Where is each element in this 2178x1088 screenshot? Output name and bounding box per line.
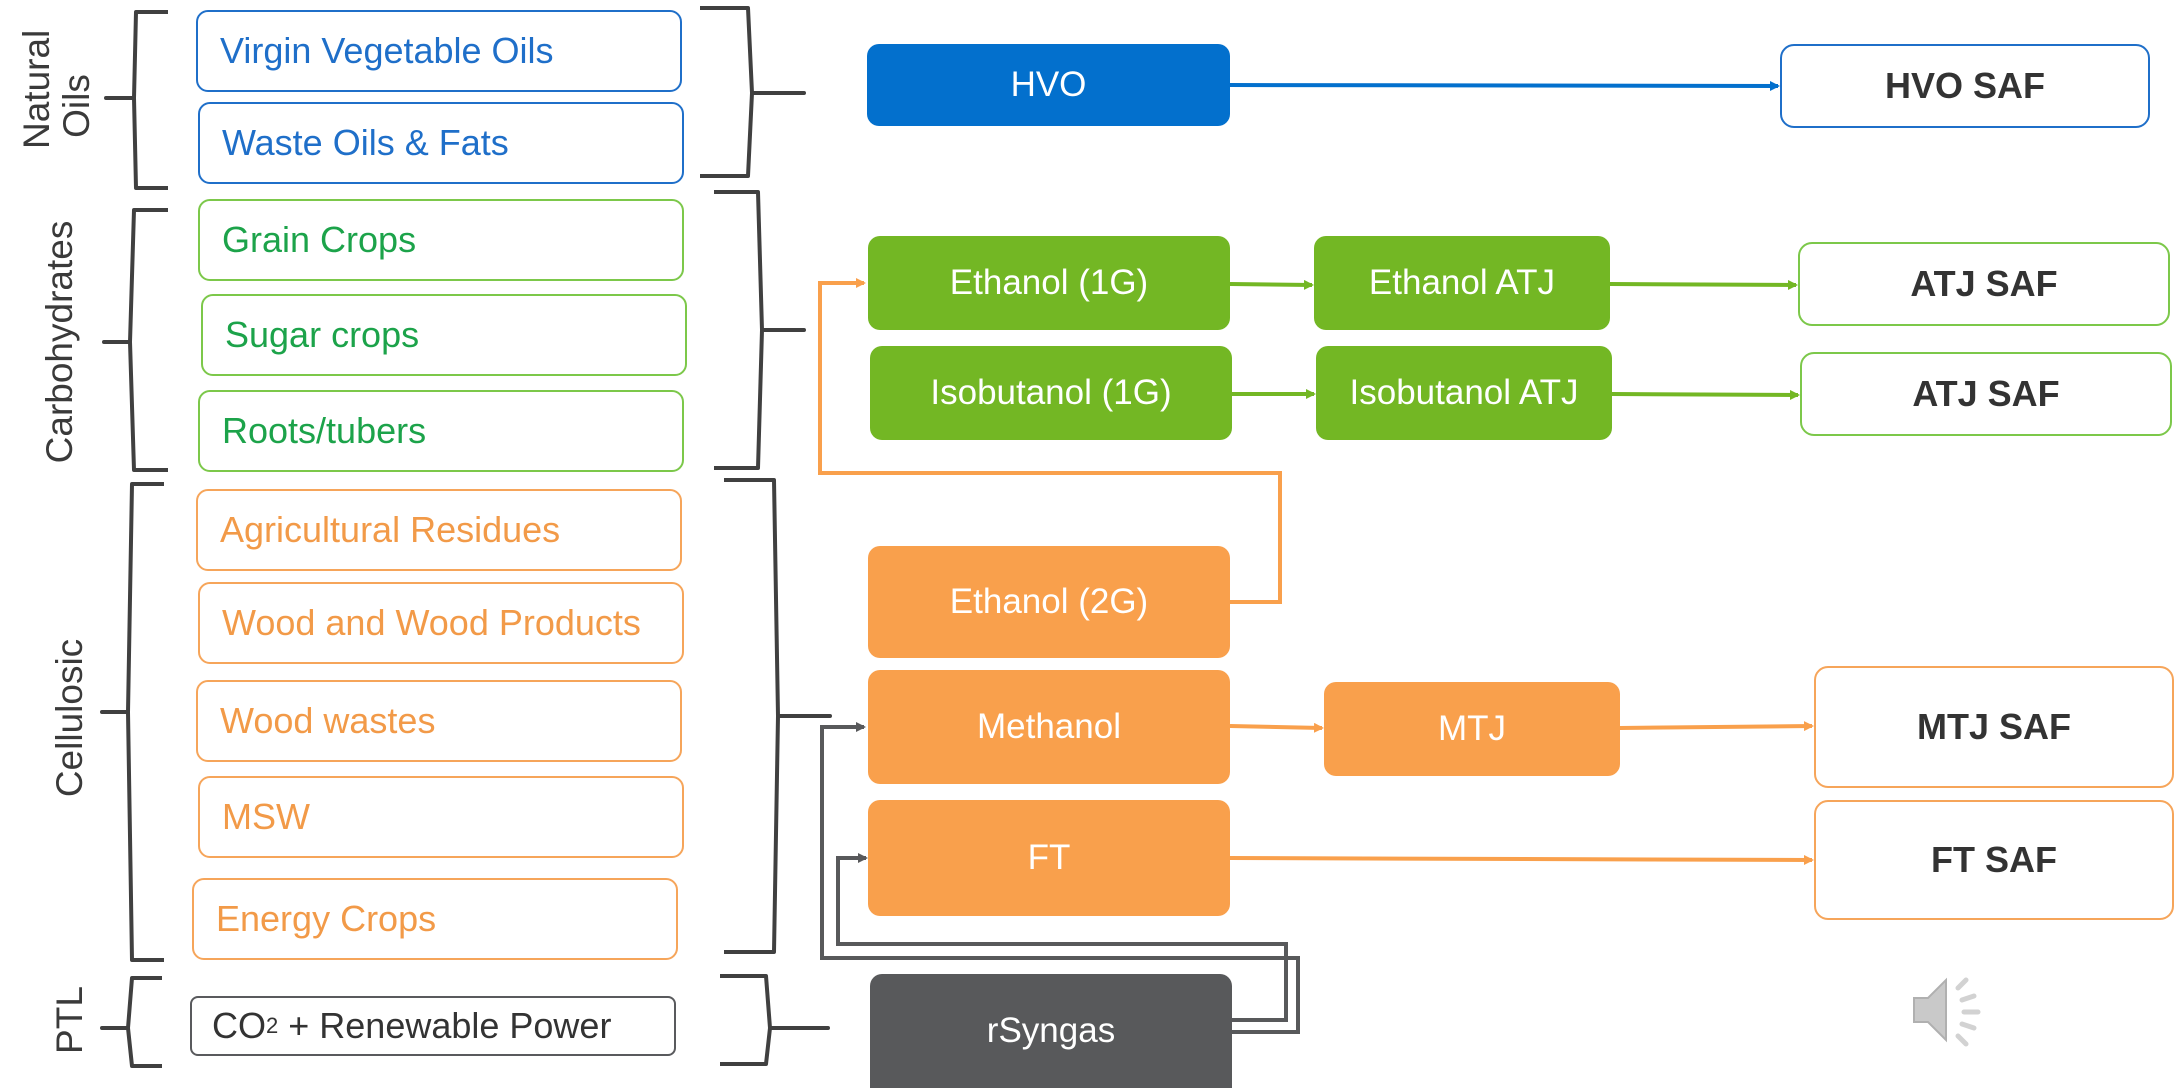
feedstock-virgin-vegetable-oils: Virgin Vegetable Oils <box>196 10 682 92</box>
process-mtj: MTJ <box>1324 682 1620 776</box>
feedstock-sugar-crops: Sugar crops <box>201 294 687 376</box>
process-ethanol-1g: Ethanol (1G) <box>868 236 1230 330</box>
ft-to-ftsaf-arrow <box>1229 854 1814 865</box>
product-atj-saf-isobutanol: ATJ SAF <box>1800 352 2172 436</box>
carbohydrates-right-brace <box>714 190 806 470</box>
rsyngas-to-ft-arrow <box>836 853 1288 1022</box>
product-atj-saf-ethanol: ATJ SAF <box>1798 242 2170 326</box>
product-mtj-saf: MTJ SAF <box>1814 666 2174 788</box>
process-isobutanol-atj: Isobutanol ATJ <box>1316 346 1612 440</box>
speaker-icon[interactable] <box>1908 968 2000 1057</box>
process-ethanol-2g: Ethanol (2G) <box>868 546 1230 658</box>
process-methanol: Methanol <box>868 670 1230 784</box>
product-hvo-saf: HVO SAF <box>1780 44 2150 128</box>
process-hvo: HVO <box>867 44 1230 126</box>
mtj-to-mtjsaf-arrow <box>1619 721 1814 732</box>
cellulosic-right-brace <box>724 478 832 954</box>
feedstock-energy-crops: Energy Crops <box>192 878 678 960</box>
feedstock-agricultural-residues: Agricultural Residues <box>196 489 682 571</box>
feedstock-wood-wastes: Wood wastes <box>196 680 682 762</box>
ptl-right-brace <box>720 974 830 1066</box>
methanol-to-mtj-arrow <box>1229 722 1324 733</box>
category-braces <box>100 10 168 1068</box>
isobutanolatj-to-atjsaf-arrow <box>1611 389 1800 400</box>
category-natural-oils-line2: Oils <box>56 74 97 138</box>
category-natural-oils: Natural Oils <box>16 29 97 149</box>
group-braces <box>700 6 832 1066</box>
process-ft: FT <box>868 800 1230 916</box>
feedstock-roots-tubers: Roots/tubers <box>198 390 684 472</box>
natural-oils-brace <box>104 10 168 190</box>
product-ft-saf: FT SAF <box>1814 800 2174 920</box>
process-ethanol-atj: Ethanol ATJ <box>1314 236 1610 330</box>
cellulosic-brace <box>100 482 164 962</box>
ethanolatj-to-atjsaf-arrow <box>1609 279 1798 290</box>
category-ptl: PTL <box>49 986 90 1054</box>
category-carbohydrates: Carbohydrates <box>39 220 80 464</box>
co2-text: CO <box>212 1005 266 1046</box>
hvo-to-hvo-saf-arrow <box>1229 80 1780 91</box>
feedstock-wood-products: Wood and Wood Products <box>198 582 684 664</box>
feedstock-grain-crops: Grain Crops <box>198 199 684 281</box>
category-natural-oils-line1: Natural <box>16 29 57 149</box>
ethanol1g-to-ethanolatj-arrow <box>1229 279 1314 290</box>
natural-oils-right-brace <box>700 6 806 178</box>
feedstock-waste-oils-fats: Waste Oils & Fats <box>198 102 684 184</box>
process-rsyngas: rSyngas <box>870 974 1232 1088</box>
co2-subscript: 2 <box>266 1013 279 1038</box>
renewable-power-text: + Renewable Power <box>278 1005 612 1046</box>
rsyngas-to-methanol-arrow <box>820 722 1300 1034</box>
feedstock-msw: MSW <box>198 776 684 858</box>
ethanol2g-to-ethanol1g-arrow <box>818 278 1282 604</box>
process-isobutanol-1g: Isobutanol (1G) <box>870 346 1232 440</box>
category-cellulosic: Cellulosic <box>49 638 90 798</box>
carbohydrates-brace <box>102 208 168 472</box>
ptl-brace <box>100 976 162 1068</box>
